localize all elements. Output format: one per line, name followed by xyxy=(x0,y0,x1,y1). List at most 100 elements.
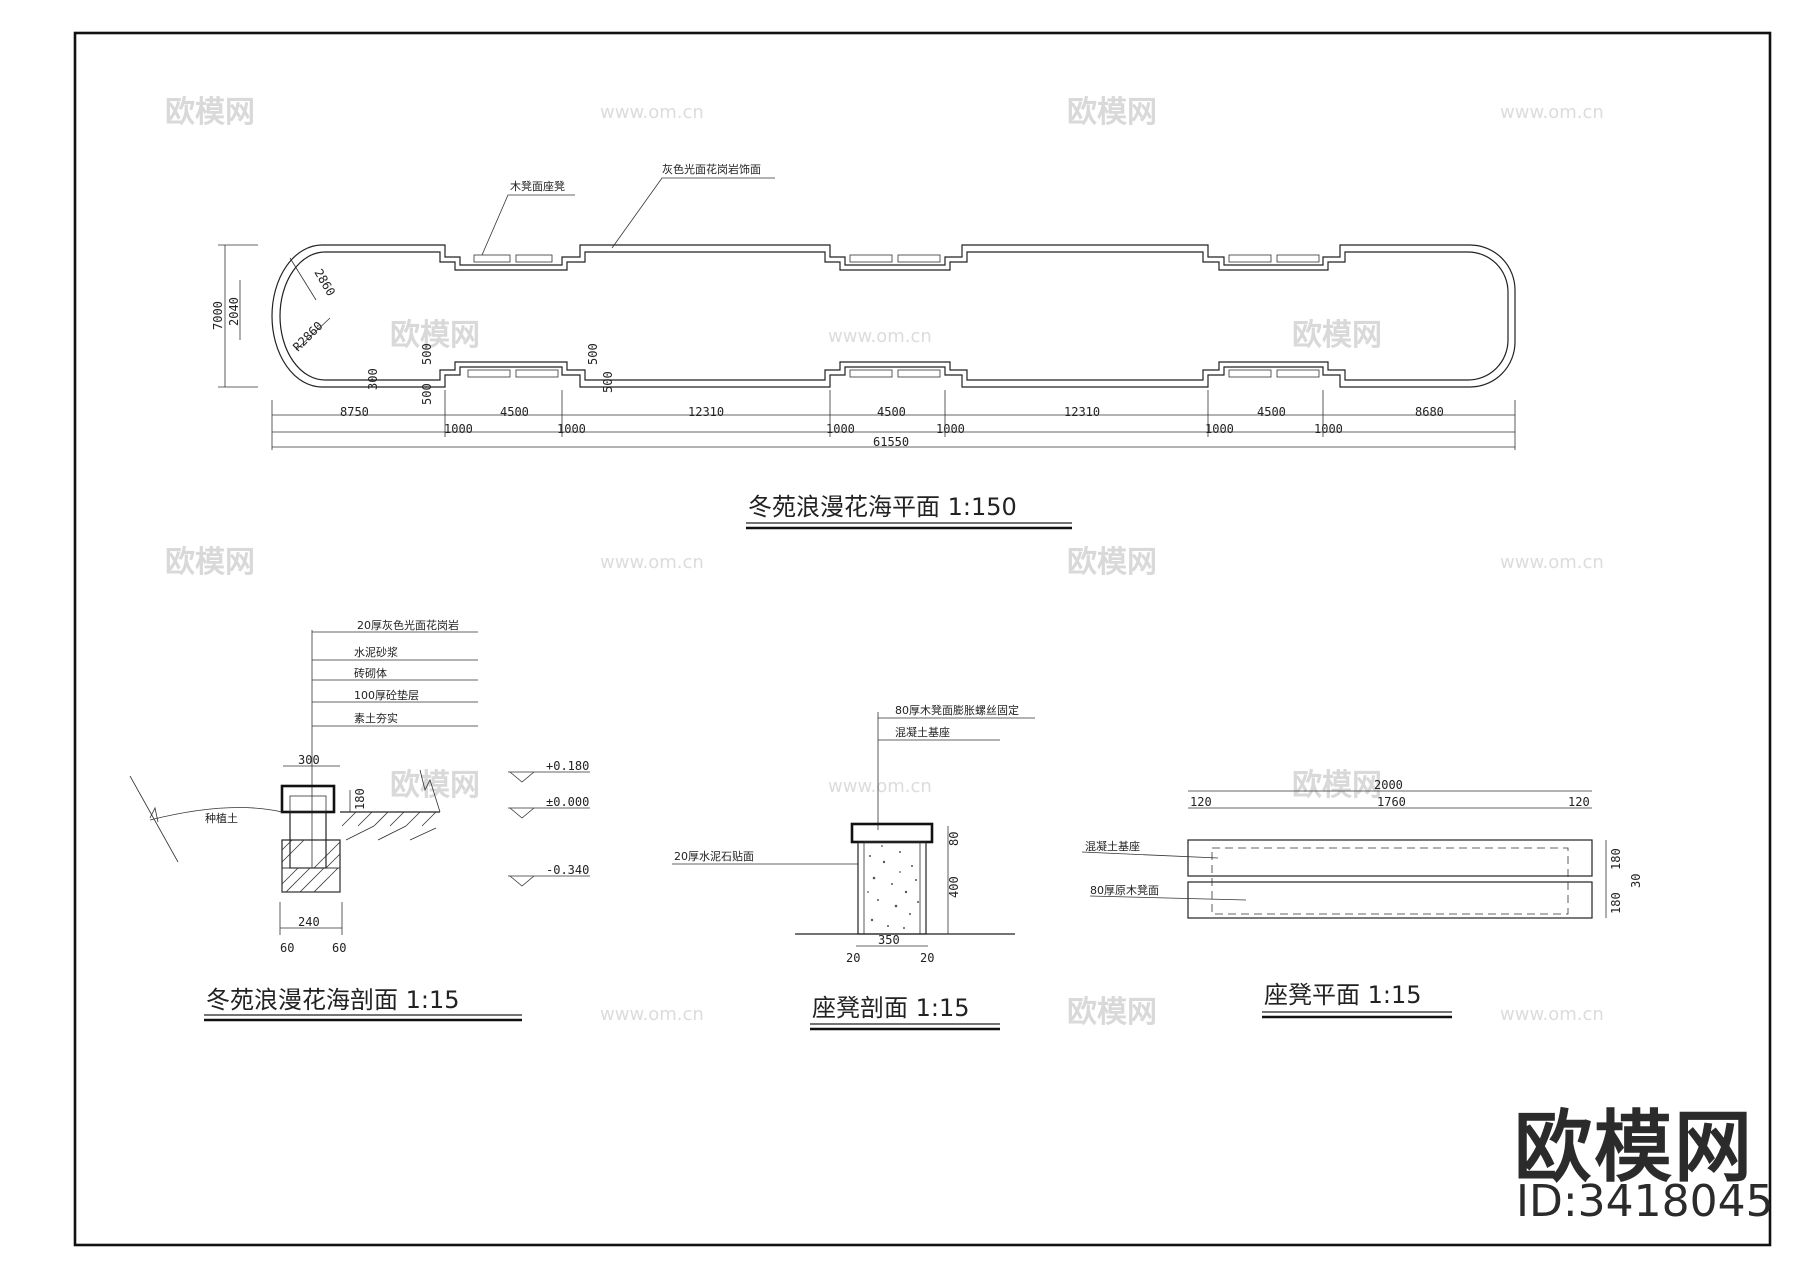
layer-label: 100厚砼垫层 xyxy=(354,688,419,702)
dim-60-b: 60 xyxy=(332,941,346,955)
dim-2000: 2000 xyxy=(1374,778,1403,792)
dim-bottom: 4500 xyxy=(1257,405,1286,419)
bench-plan-title: 座凳平面 1:15 xyxy=(1264,981,1422,1009)
concrete-base xyxy=(281,867,341,893)
dim-line xyxy=(289,257,317,301)
callout-wood-bench: 木凳面座凳 xyxy=(510,179,565,193)
section-1: 20厚灰色光面花岗岩 水泥砂浆 砖砌体 100厚砼垫层 素土夯实 300 180 xyxy=(129,618,590,1022)
bench-slot xyxy=(897,254,941,263)
leader-line xyxy=(1089,895,1247,901)
layer-label: 砖砌体 xyxy=(354,666,387,680)
dim-350: 350 xyxy=(878,933,900,947)
bench-slot xyxy=(1276,369,1320,378)
dim-bottom: 12310 xyxy=(688,405,724,419)
bench-top xyxy=(850,822,934,844)
bench-board-2 xyxy=(1187,881,1593,919)
break-line xyxy=(419,769,441,813)
callout-leader xyxy=(611,177,775,249)
dim-500-c: 500 xyxy=(586,343,600,365)
dim-120-a: 120 xyxy=(1190,795,1212,809)
watermark-logo: 欧模网 xyxy=(1292,318,1382,353)
elev-marker xyxy=(509,875,535,887)
plan-outline-inner xyxy=(279,251,1509,381)
plan-outline-outer xyxy=(271,244,1516,388)
watermark-site: www.om.cn xyxy=(600,102,704,123)
elev-0000: ±0.000 xyxy=(546,795,589,809)
callout-leader xyxy=(481,194,575,256)
dim-30: 30 xyxy=(1629,874,1643,888)
dim-300: 300 xyxy=(298,753,320,767)
bench-slot xyxy=(897,369,941,378)
watermark-site: www.om.cn xyxy=(600,552,704,573)
section2-title: 座凳剖面 1:15 xyxy=(812,994,970,1022)
watermark-site: www.om.cn xyxy=(1500,552,1604,573)
dim-180-a: 180 xyxy=(1609,848,1623,870)
dim-500-b: 500 xyxy=(420,383,434,405)
watermark-site: www.om.cn xyxy=(1500,102,1604,123)
callout-granite: 灰色光面花岗岩饰面 xyxy=(662,162,761,176)
note-bench-top: 80厚木凳面膨胀螺丝固定 xyxy=(895,703,1019,717)
watermark-site: www.om.cn xyxy=(600,1004,704,1025)
watermark-logo: 欧模网 xyxy=(165,545,255,580)
concrete-dots xyxy=(867,845,919,929)
note-facing: 20厚水泥石贴面 xyxy=(674,849,754,863)
dim-bottom: 4500 xyxy=(500,405,529,419)
watermark-logo: 欧模网 xyxy=(390,768,480,803)
dim-sub: 1000 xyxy=(1314,422,1343,436)
dim-r2860: R2860 xyxy=(290,319,325,354)
watermark-logo: 欧模网 xyxy=(1067,995,1157,1030)
dim-sub: 1000 xyxy=(826,422,855,436)
dim-300: 300 xyxy=(366,368,380,390)
bench-slot xyxy=(1276,254,1320,263)
dim-180-b: 180 xyxy=(1609,892,1623,914)
dim-20-a: 20 xyxy=(846,951,860,965)
watermark-logo: 欧模网 xyxy=(1292,768,1382,803)
bench-slot xyxy=(515,254,553,263)
layer-label: 20厚灰色光面花岗岩 xyxy=(357,618,459,632)
watermark-logo: 欧模网 xyxy=(1067,545,1157,580)
bench-plan: 2000 120 1760 120 混凝土基座 80厚原木凳面 180 180 … xyxy=(1081,778,1643,1019)
watermark-logo: 欧模网 xyxy=(165,95,255,130)
dim-bottom: 4500 xyxy=(877,405,906,419)
section1-title: 冬苑浪漫花海剖面 1:15 xyxy=(206,986,460,1014)
soil-curve xyxy=(149,807,283,821)
note-base: 混凝土基座 xyxy=(895,725,950,739)
dim-80: 80 xyxy=(947,832,961,846)
bench-slot xyxy=(467,369,511,378)
dim-1760: 1760 xyxy=(1377,795,1406,809)
plan-view: 木凳面座凳 灰色光面花岗岩饰面 7000 2040 2860 R2860 500… xyxy=(211,162,1516,530)
watermark-site: www.om.cn xyxy=(828,776,932,797)
bench-base xyxy=(857,841,927,935)
elev-minus-0340: -0.340 xyxy=(546,863,589,877)
brand-logo: 欧模网 xyxy=(1514,1103,1755,1193)
bench-slot xyxy=(473,254,511,263)
brand-id: ID:3418045 xyxy=(1516,1176,1774,1227)
layer-label: 水泥砂浆 xyxy=(354,645,398,659)
dim-sub: 1000 xyxy=(936,422,965,436)
watermark-logo: 欧模网 xyxy=(1067,95,1157,130)
sheet-border xyxy=(73,31,1772,1247)
watermark-site: www.om.cn xyxy=(828,326,932,347)
dim-20-b: 20 xyxy=(920,951,934,965)
dim-120-b: 120 xyxy=(1568,795,1590,809)
dim-2040: 2040 xyxy=(227,297,241,326)
bench-slot xyxy=(1228,254,1272,263)
note-timber: 80厚原木凳面 xyxy=(1090,883,1159,897)
soil-label: 种植土 xyxy=(205,811,238,825)
watermark-site: www.om.cn xyxy=(1500,1004,1604,1025)
bench-board-1 xyxy=(1187,839,1593,877)
layer-label: 素土夯实 xyxy=(354,711,398,725)
bench-slot xyxy=(1228,369,1272,378)
leader-line xyxy=(1081,851,1219,859)
dim-7000: 7000 xyxy=(211,301,225,330)
dim-500-a: 500 xyxy=(420,343,434,365)
dim-60-a: 60 xyxy=(280,941,294,955)
elev-marker xyxy=(509,807,535,819)
soil-hatch xyxy=(341,811,437,841)
dim-bottom: 8750 xyxy=(340,405,369,419)
note-base: 混凝土基座 xyxy=(1085,839,1140,853)
dim-sub: 1000 xyxy=(557,422,586,436)
plan-title: 冬苑浪漫花海平面 1:150 xyxy=(748,493,1017,521)
hatch xyxy=(281,839,341,893)
